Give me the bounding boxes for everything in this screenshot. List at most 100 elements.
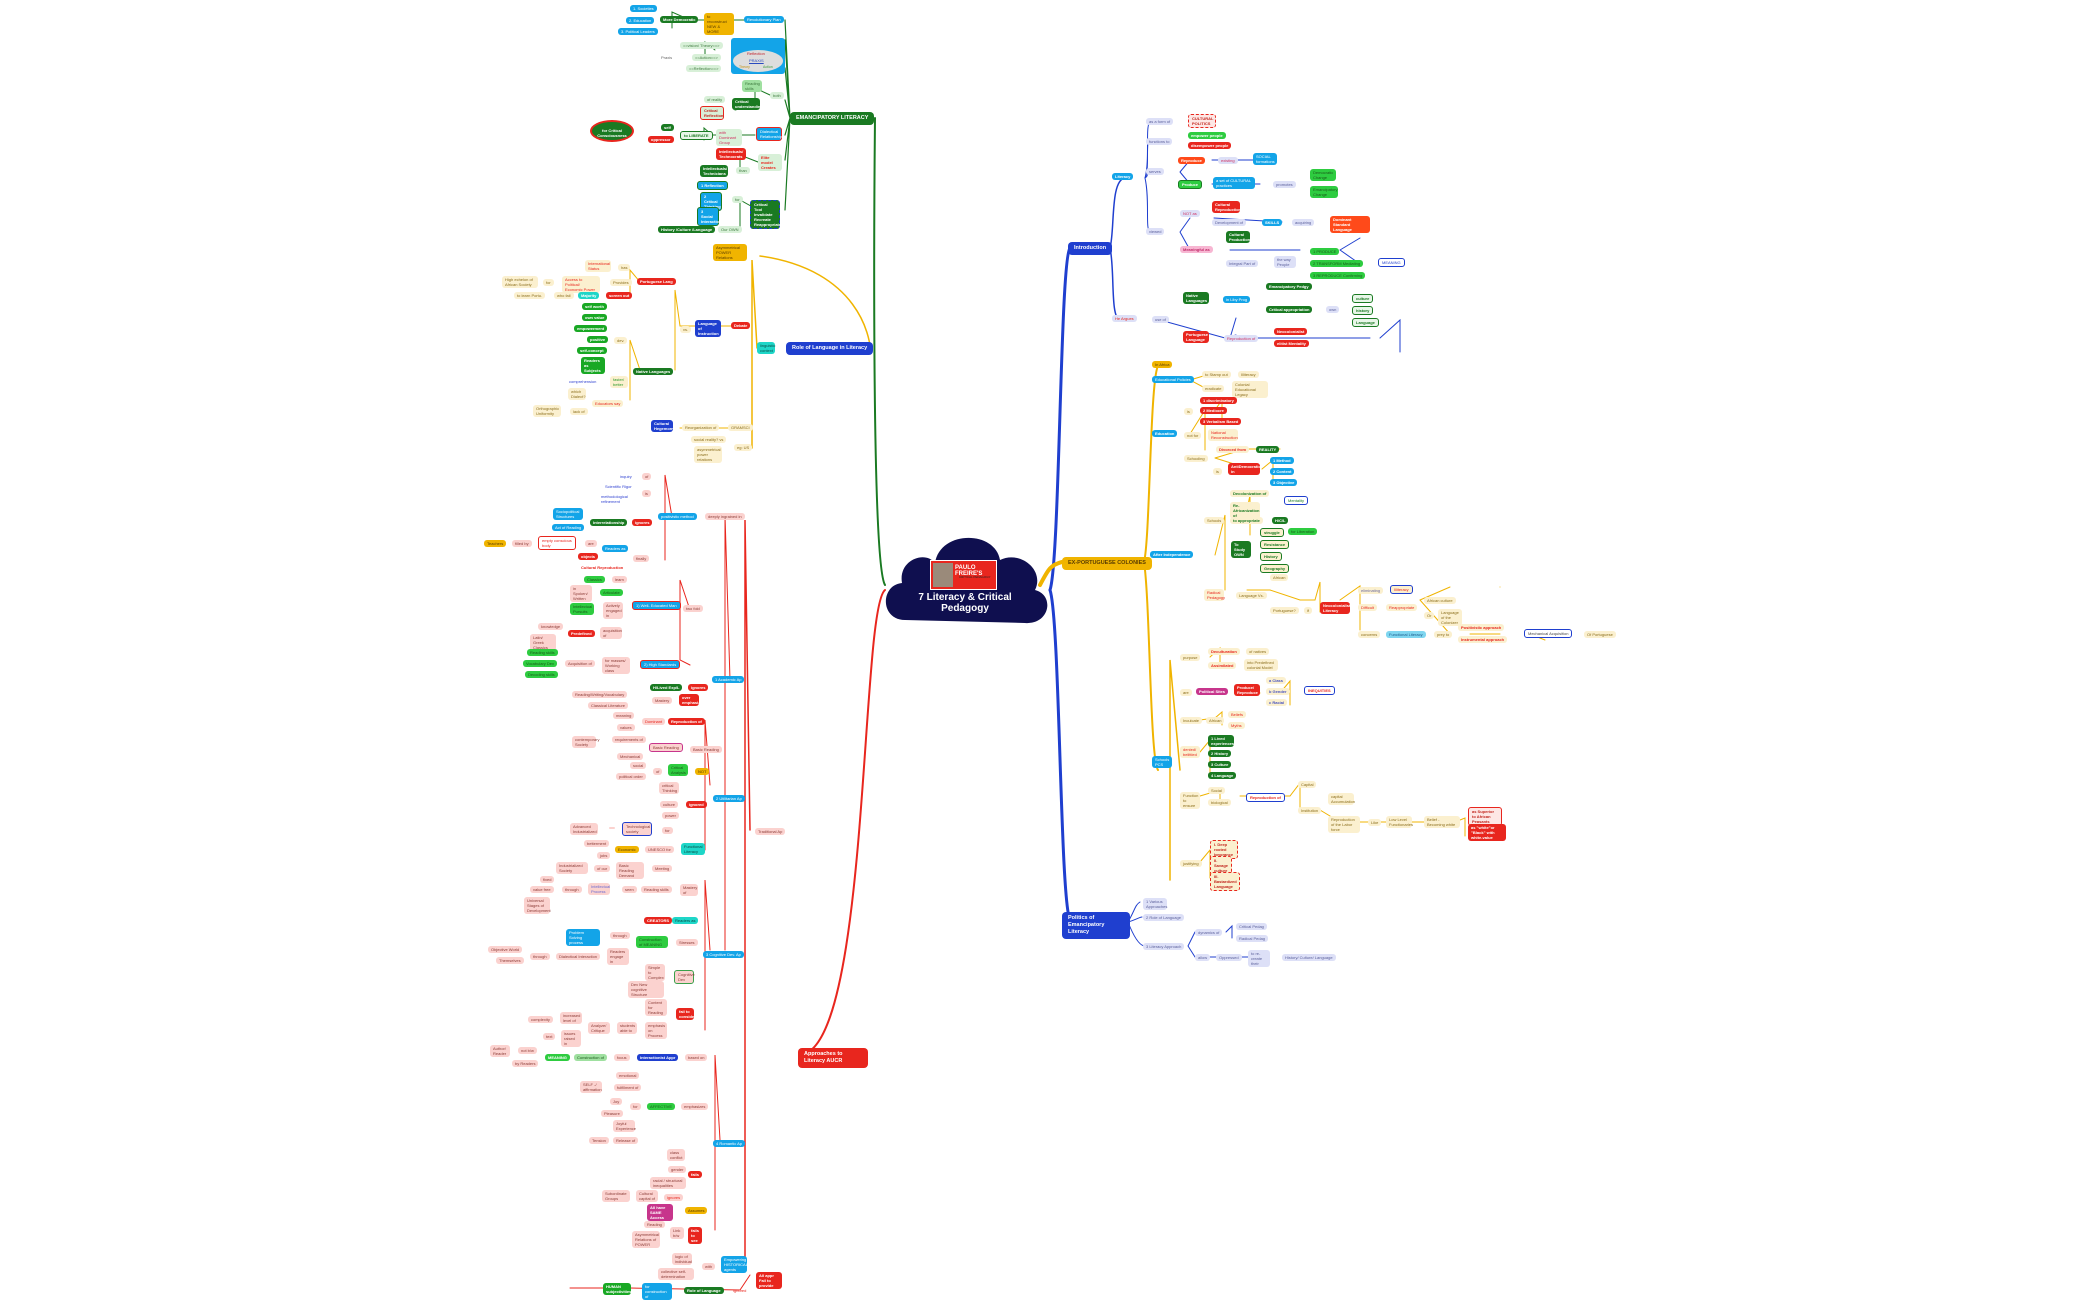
node[interactable]: Act of Reading — [552, 524, 585, 531]
node-he-argues[interactable]: He Argues — [1112, 315, 1137, 322]
node[interactable]: Content for Reading — [645, 999, 667, 1016]
node[interactable]: for — [732, 196, 743, 203]
node[interactable]: Language — [1352, 318, 1379, 327]
node[interactable]: inquiry — [620, 474, 632, 479]
node-academic-ap[interactable]: 1 Academic Ap — [712, 676, 745, 683]
node[interactable]: Cultural Production — [1226, 231, 1250, 243]
node[interactable]: power — [662, 812, 679, 819]
node[interactable]: 1 Method — [1270, 457, 1294, 464]
node[interactable]: Reproduction of — [668, 718, 705, 725]
node[interactable]: fixed — [540, 876, 555, 883]
node[interactable]: Objective World — [488, 946, 523, 953]
node[interactable]: Advanced Industrialized — [570, 823, 598, 835]
node[interactable]: critical Thinking — [659, 782, 679, 794]
node[interactable]: Latin/ Greek Classics — [530, 634, 556, 651]
node[interactable]: Interactionist Appr — [637, 1054, 679, 1061]
node[interactable]: Low Level Functionaries — [1386, 816, 1413, 828]
node[interactable]: SELF -/ affirmation — [580, 1081, 602, 1093]
node-traditional-ap[interactable]: Traditional Ap — [755, 828, 786, 835]
node[interactable]: concerns — [1358, 631, 1381, 638]
node[interactable]: Emancipatory Change — [1310, 186, 1338, 198]
node[interactable]: Economic — [615, 846, 639, 853]
node[interactable]: Teachers — [484, 540, 507, 547]
branch-approaches-to-literacy[interactable]: Approaches to Literacy AUCR — [798, 1048, 868, 1068]
node[interactable]: Belief - Becoming white — [1424, 816, 1460, 828]
node[interactable]: Readers as — [602, 545, 629, 552]
node[interactable]: GRAMSCI — [728, 424, 753, 431]
node[interactable]: Instrumental approach — [1458, 636, 1508, 643]
node[interactable]: ignores — [664, 1194, 684, 1201]
node-utilitarian-ap[interactable]: 2 Utilitarian Ap — [713, 795, 745, 802]
node[interactable]: Portuguese Lang — [637, 278, 676, 285]
node[interactable]: Revolutionary Plan — [744, 16, 784, 23]
node[interactable]: 1 Reflection — [697, 181, 728, 190]
node[interactable]: African — [1270, 574, 1289, 581]
node[interactable]: fulfillment of — [614, 1084, 642, 1091]
node[interactable]: Language of the Colonizer — [1438, 609, 1462, 626]
node[interactable]: International Status — [585, 260, 611, 272]
node[interactable]: promotes — [1273, 181, 1296, 188]
node[interactable]: All have SAME Access — [647, 1204, 673, 1221]
node[interactable]: students able to — [617, 1022, 637, 1034]
node[interactable]: fails — [688, 1171, 703, 1178]
node[interactable]: Mastery — [652, 697, 673, 704]
node[interactable]: self worth — [582, 303, 607, 310]
node-romantic-ap[interactable]: 4 Romantic Ap — [713, 1140, 746, 1147]
node[interactable]: for masses/ Working class — [602, 657, 630, 674]
node[interactable]: II. Savage culture — [1210, 856, 1232, 875]
node[interactable]: value free — [530, 886, 554, 893]
node[interactable]: both — [770, 92, 784, 99]
node[interactable]: Dialectical Interaction — [556, 953, 601, 960]
node[interactable]: Reading skills — [527, 649, 558, 656]
node[interactable]: c Racial — [1266, 699, 1288, 706]
node[interactable]: 3 REPRODUCE Confirming — [1310, 272, 1366, 279]
node[interactable]: 3 Social Interaction — [697, 207, 721, 226]
node[interactable]: 3 Culture — [1208, 761, 1232, 768]
node[interactable]: Portuguese? — [1270, 607, 1299, 614]
node[interactable]: jobs — [597, 852, 611, 859]
node[interactable]: Basic Reading Demand — [616, 862, 644, 879]
node[interactable]: oppressor — [648, 136, 674, 143]
node[interactable]: Critical understanding — [732, 98, 763, 110]
node[interactable]: emphasizes — [681, 1103, 709, 1110]
node[interactable]: is — [642, 490, 651, 497]
node[interactable]: Dominant Standard Language — [1330, 216, 1370, 233]
node[interactable]: Positivistic approach — [1458, 624, 1505, 631]
node[interactable]: Actively engaged in — [603, 602, 623, 619]
branch-ex-portuguese-colonies[interactable]: EX-PORTUGUESE COLONIES — [1062, 557, 1152, 570]
node[interactable]: History /Culture /Language — [658, 226, 716, 233]
node[interactable]: HUMAN subjectivities — [603, 1283, 631, 1295]
node-after-independence[interactable]: After Independence — [1150, 551, 1194, 558]
node[interactable]: Reading skills — [641, 886, 672, 893]
node[interactable]: More Democratic — [660, 16, 699, 23]
node[interactable]: into Predefined colonial Model — [1244, 659, 1278, 671]
node[interactable]: High echelon of African Society — [502, 276, 538, 288]
node[interactable]: ==Reflection==> — [686, 65, 722, 72]
node[interactable]: Decoding skills — [525, 671, 558, 678]
node[interactable]: Radical Pedagogy — [1204, 589, 1225, 601]
node[interactable]: elitist Mentality — [1274, 340, 1309, 347]
node[interactable]: to Stamp out — [1202, 371, 1231, 378]
node[interactable]: African — [1206, 717, 1225, 724]
node[interactable]: Emancipatory Pedgy — [1266, 283, 1312, 290]
node[interactable]: H/Lived Exp/L — [650, 684, 683, 691]
node[interactable]: 4 Language — [1208, 772, 1237, 779]
node[interactable]: Schooling — [1184, 455, 1208, 462]
node-schools-pcs[interactable]: Schools PCS — [1152, 756, 1172, 768]
node[interactable]: Produce/ Reproduce — [1234, 684, 1260, 696]
node[interactable]: screen out — [606, 292, 633, 299]
node[interactable]: Oppressed — [1216, 954, 1242, 961]
node[interactable]: complexity — [528, 1016, 553, 1023]
node[interactable]: Simple to Complex — [645, 964, 665, 981]
node[interactable]: with Dominant Group — [716, 129, 742, 146]
node[interactable]: History/ Culture/ Language — [1282, 954, 1336, 961]
node[interactable]: 3 Objective — [1270, 479, 1298, 486]
node[interactable]: asymmetrical power relations — [694, 446, 722, 463]
node[interactable]: of — [642, 473, 652, 480]
node[interactable]: Analyze/ Critique — [588, 1022, 610, 1034]
node[interactable]: Critical appropriation — [1266, 306, 1313, 313]
node[interactable]: Critical Pedag — [1236, 923, 1267, 930]
node[interactable]: Mechanical — [617, 753, 644, 760]
node[interactable]: Democratic Change — [1310, 169, 1336, 181]
node[interactable]: Intellectuals/ Technocrats — [716, 148, 746, 160]
